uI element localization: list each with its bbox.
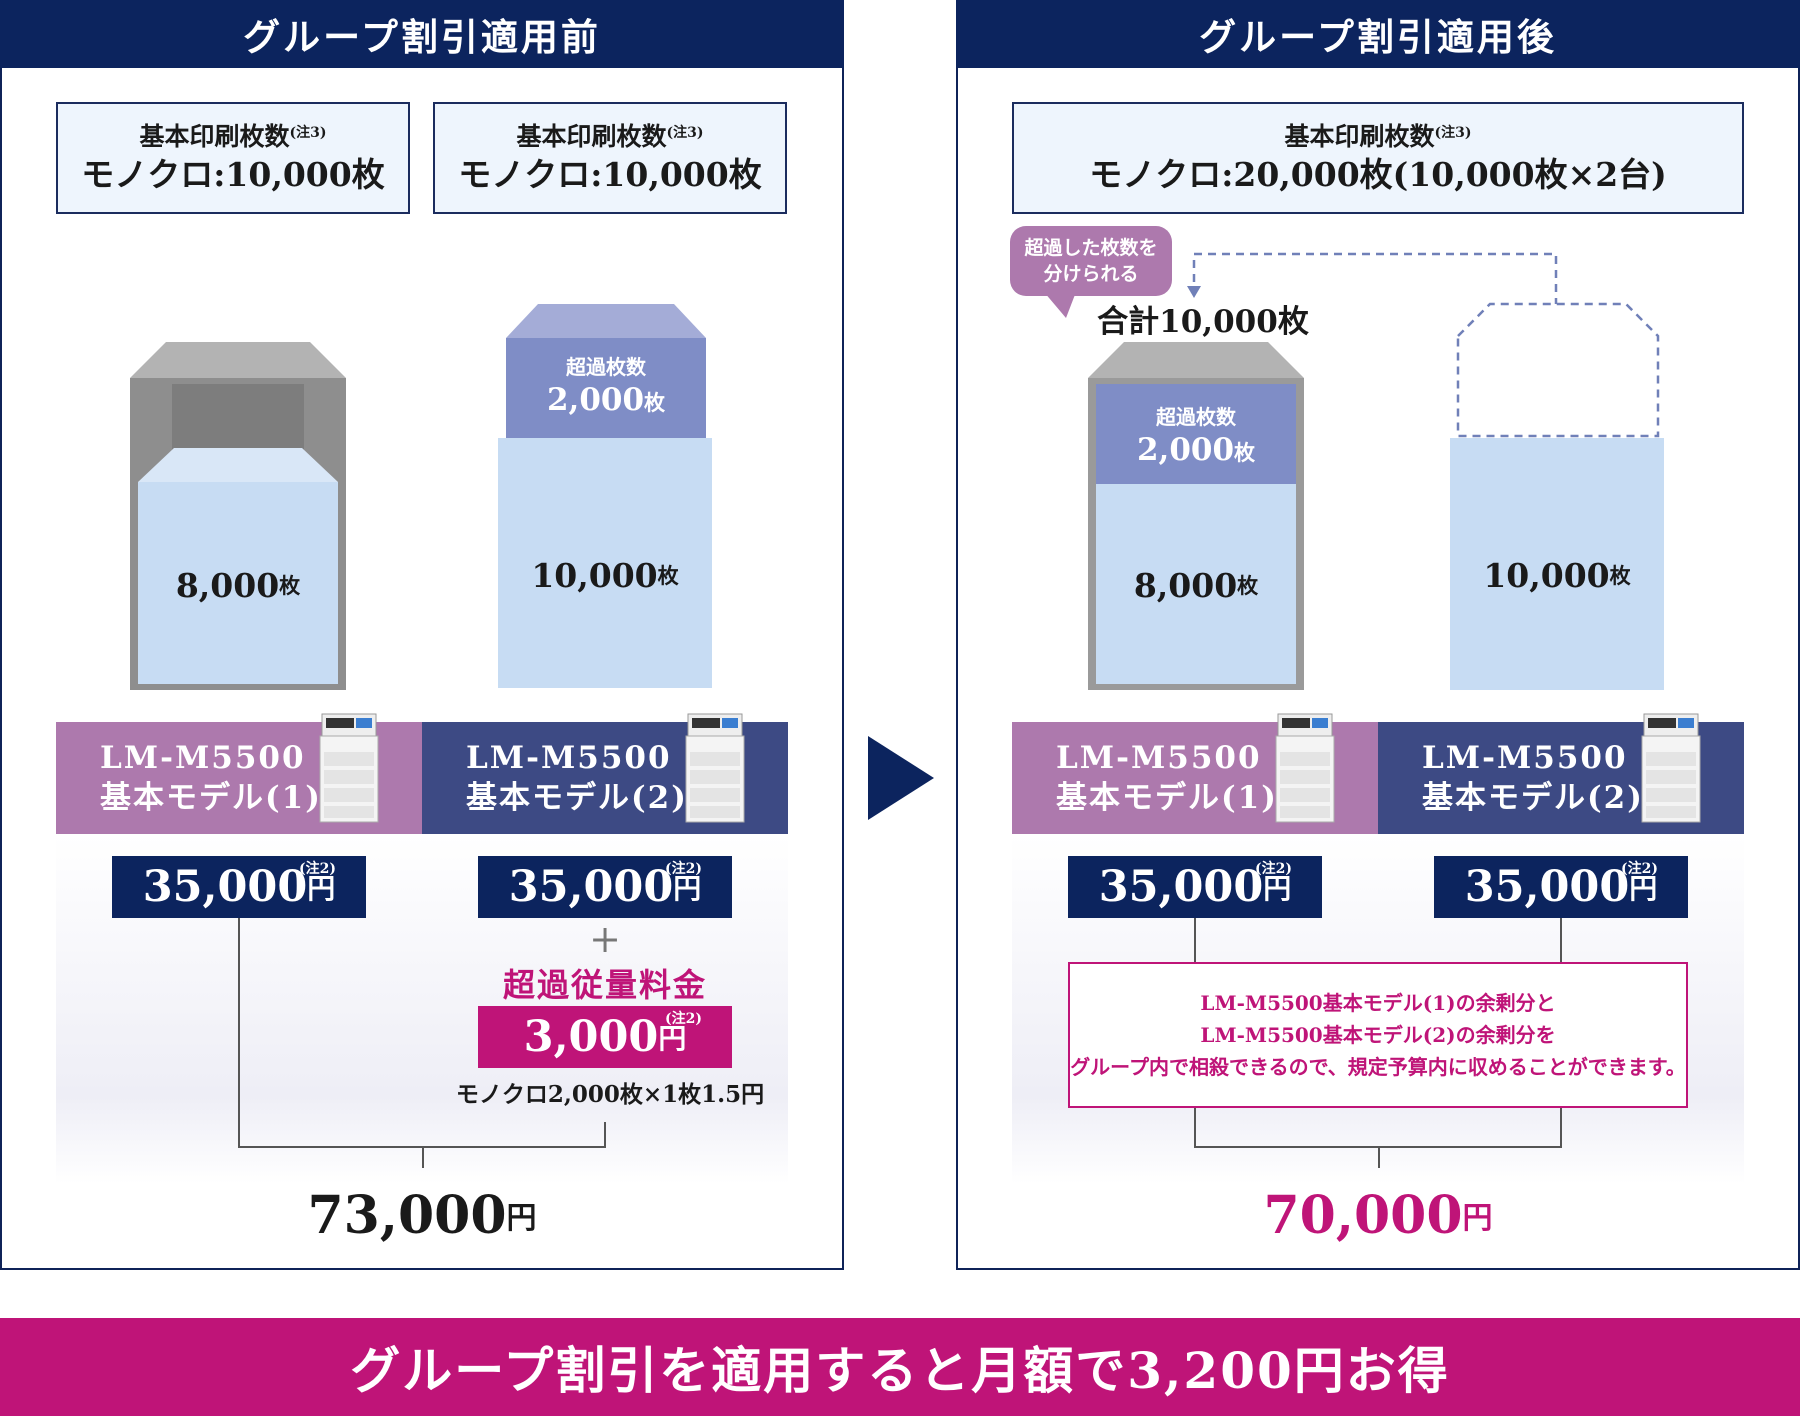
quota-label: 基本印刷枚数 [516, 122, 667, 151]
printer-icon [685, 713, 745, 823]
connector-line [1194, 1108, 1196, 1148]
before-bar-right [498, 304, 712, 688]
offset-note: LM-M5500基本モデル(1)の余剰分と LM-M5500基本モデル(2)の余… [1068, 962, 1688, 1108]
printer-icon [1275, 713, 1335, 823]
connector-line [1378, 1146, 1380, 1168]
after-quota-box-left [1088, 342, 1304, 690]
after-quota: 基本印刷枚数(注3) モノクロ:20,000枚(10,000枚×2台) [1012, 102, 1744, 214]
plus-sign: + [589, 917, 621, 961]
savings-banner: グループ割引を適用すると月額で3,200円お得 [0, 1318, 1800, 1416]
sum-label: 合計10,000枚 [1097, 303, 1309, 340]
transfer-arrow [1187, 252, 1558, 306]
before-quota-right: 基本印刷枚数(注3) モノクロ:10,000枚 [433, 102, 787, 214]
before-quota-box-left [130, 342, 346, 690]
printer-icon [319, 713, 379, 823]
quota-label: 基本印刷枚数 [139, 122, 290, 151]
quota-note: (注3) [1434, 125, 1472, 141]
after-excess-label: 超過枚数 2,000枚 [1136, 404, 1256, 468]
quota-note: (注3) [289, 125, 327, 141]
before-excess-label: 超過枚数 2,000枚 [546, 354, 666, 418]
callout-text: 超過した枚数を 分けられる [1024, 237, 1158, 285]
connector-line [238, 918, 240, 1148]
arrow-right-icon [868, 736, 934, 820]
before-panel-title: グループ割引適用前 [0, 0, 844, 68]
after-bar-right [1450, 302, 1664, 690]
overage-detail: モノクロ2,000枚×1枚1.5円 [455, 1081, 765, 1108]
callout-bubble [1010, 226, 1172, 318]
before-quota-left: 基本印刷枚数(注3) モノクロ:10,000枚 [56, 102, 410, 214]
connector-line [1560, 918, 1562, 962]
connector-line [1194, 918, 1196, 962]
quota-value: モノクロ:10,000枚 [81, 155, 385, 194]
quota-note: (注3) [666, 125, 704, 141]
connector-line [422, 1146, 424, 1168]
after-panel-title: グループ割引適用後 [956, 0, 1800, 68]
quota-value: モノクロ:10,000枚 [458, 155, 762, 194]
overage-label: 超過従量料金 [502, 966, 707, 1004]
quota-value: モノクロ:20,000枚(10,000枚×2台) [1089, 155, 1667, 194]
connector-line [604, 1122, 606, 1148]
printer-icon [1641, 713, 1701, 823]
connector-line [1560, 1108, 1562, 1148]
quota-label: 基本印刷枚数 [1284, 122, 1435, 151]
